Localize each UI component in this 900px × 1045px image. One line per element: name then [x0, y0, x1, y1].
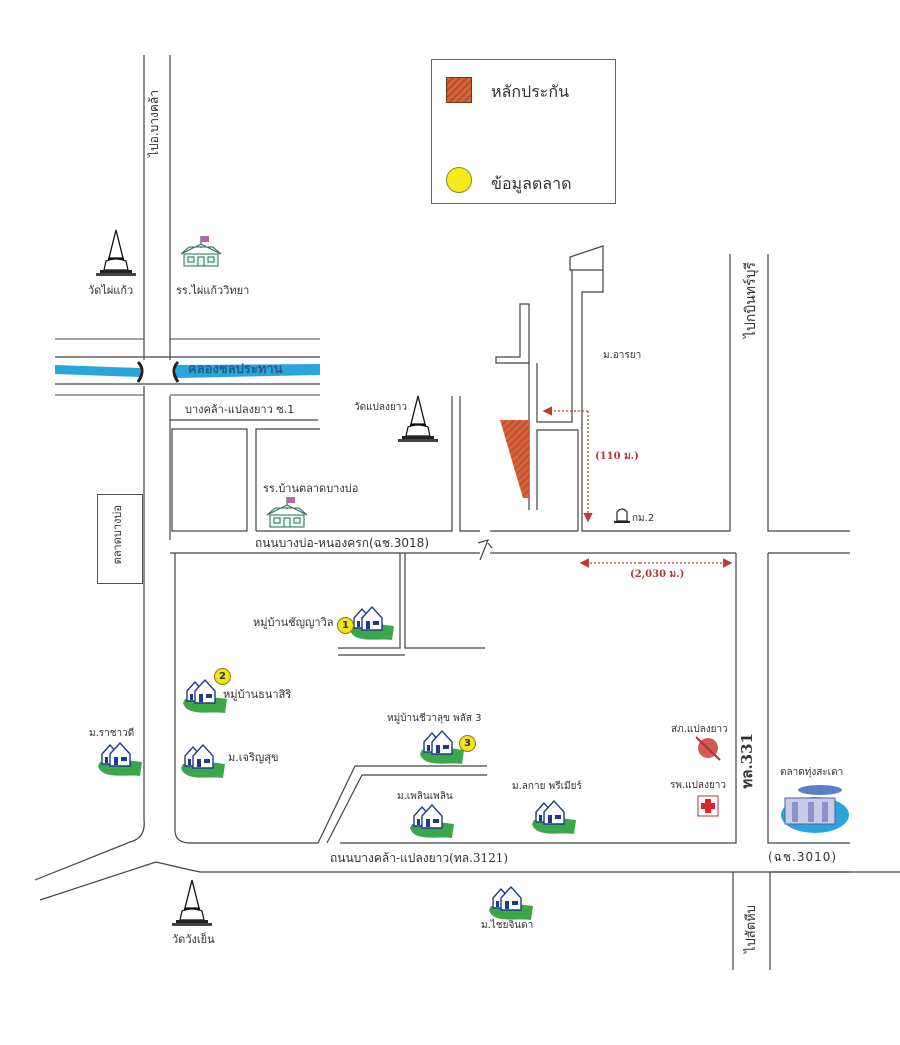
distance-label-110: (110 ม.)	[595, 451, 639, 462]
hospital-icon	[697, 795, 719, 817]
label-talat-bang-bo: ตลาดบางบ่อ	[111, 505, 124, 565]
label-thanasiri: หมู่บ้านธนาสิริ	[223, 688, 292, 701]
road-label-soi1: บางคล้า-แปลงยาว ซ.1	[185, 403, 295, 416]
market-data-swatch-icon	[446, 167, 472, 193]
house-icon	[180, 744, 226, 779]
label-school-ban-talat: รร.บ้านตลาดบางบ่อ	[263, 482, 359, 495]
road-label-331: ทล.331	[738, 733, 756, 789]
road-label-sattahip: ไปสัตหีบ	[744, 905, 759, 953]
legend-collateral-label: หลักประกัน	[491, 82, 570, 101]
legend: หลักประกัน ข้อมูลตลาด	[431, 59, 616, 204]
label-rachawadee: ม.ราชาวดี	[89, 728, 135, 739]
label-chai-chinda: ม.ไชยจินดา	[481, 920, 534, 931]
police-icon	[695, 736, 721, 761]
road-bang-khla	[34, 55, 900, 901]
label-lakai-premier: ม.ลกาย พรีเมียร์	[512, 781, 582, 792]
label-police-station: สภ.แปลงยาว	[671, 724, 728, 735]
house-icon	[419, 730, 465, 765]
distance-arrow-110	[542, 406, 593, 523]
market-marker-3[interactable]: 3	[459, 735, 476, 752]
label-km2: กม.2	[632, 513, 655, 524]
label-wat-phai-kaeo: วัดไผ่แก้ว	[88, 284, 134, 297]
house-icon	[531, 800, 577, 835]
road-label-kabin: ไปกบินทร์บุรี	[743, 262, 759, 339]
school-icon	[180, 235, 222, 267]
label-charoensuk: ม.เจริญสุข	[228, 751, 279, 764]
label-cheewalux: หมู่บ้านชีวาลุข พลัส 3	[387, 713, 482, 724]
collateral-swatch-icon	[446, 77, 472, 103]
label-school-phai-kaeo: รร.ไผ่แก้ววิทยา	[176, 284, 250, 297]
canal-label: คลองชลประทาน	[188, 362, 283, 377]
road-label-3121: ถนนบางคล้า-แปลงยาว(ทล.3121)	[330, 851, 509, 865]
label-chanya-ville: หมู่บ้านชัญญาวิล	[253, 616, 334, 629]
house-icon	[182, 679, 228, 714]
talat-bang-bo-box: ตลาดบางบ่อ	[97, 494, 143, 584]
collateral-plot	[500, 420, 529, 498]
stupa-icon	[95, 229, 137, 277]
house-icon	[97, 742, 143, 777]
market-marker-2[interactable]: 2	[214, 668, 231, 685]
blocks-north	[170, 245, 850, 532]
market-icon	[781, 785, 849, 833]
legend-market-data-label: ข้อมูลตลาด	[491, 174, 572, 193]
km-marker-icon	[614, 508, 630, 523]
label-hospital: รพ.แปลงยาว	[670, 780, 727, 791]
label-wat-wang-yen: วัดวังเย็น	[172, 933, 215, 946]
label-talat-thung-sa-thao: ตลาดทุ่งสะเดา	[780, 767, 844, 778]
road-label-3018: ถนนบางบ่อ-หนองครก(ฉช.3018)	[255, 536, 429, 550]
road-3018	[170, 539, 850, 970]
stupa-icon	[171, 879, 213, 927]
road-label-bang-khla: ไปอ.บางคล้า	[147, 90, 161, 158]
label-wat-plaeng-yao: วัดแปลงยาว	[354, 402, 408, 413]
label-araya: ม.อารยา	[603, 350, 642, 361]
house-icon	[488, 886, 534, 921]
house-icon	[409, 804, 455, 839]
road-label-3010: (ฉช.3010)	[768, 850, 838, 864]
canal	[55, 338, 320, 396]
school-icon	[266, 496, 308, 528]
house-icon	[349, 606, 395, 641]
market-marker-1[interactable]: 1	[337, 617, 354, 634]
label-ploenploen: ม.เพลินเพลิน	[397, 791, 453, 802]
distance-label-2030: (2,030 ม.)	[630, 569, 685, 580]
